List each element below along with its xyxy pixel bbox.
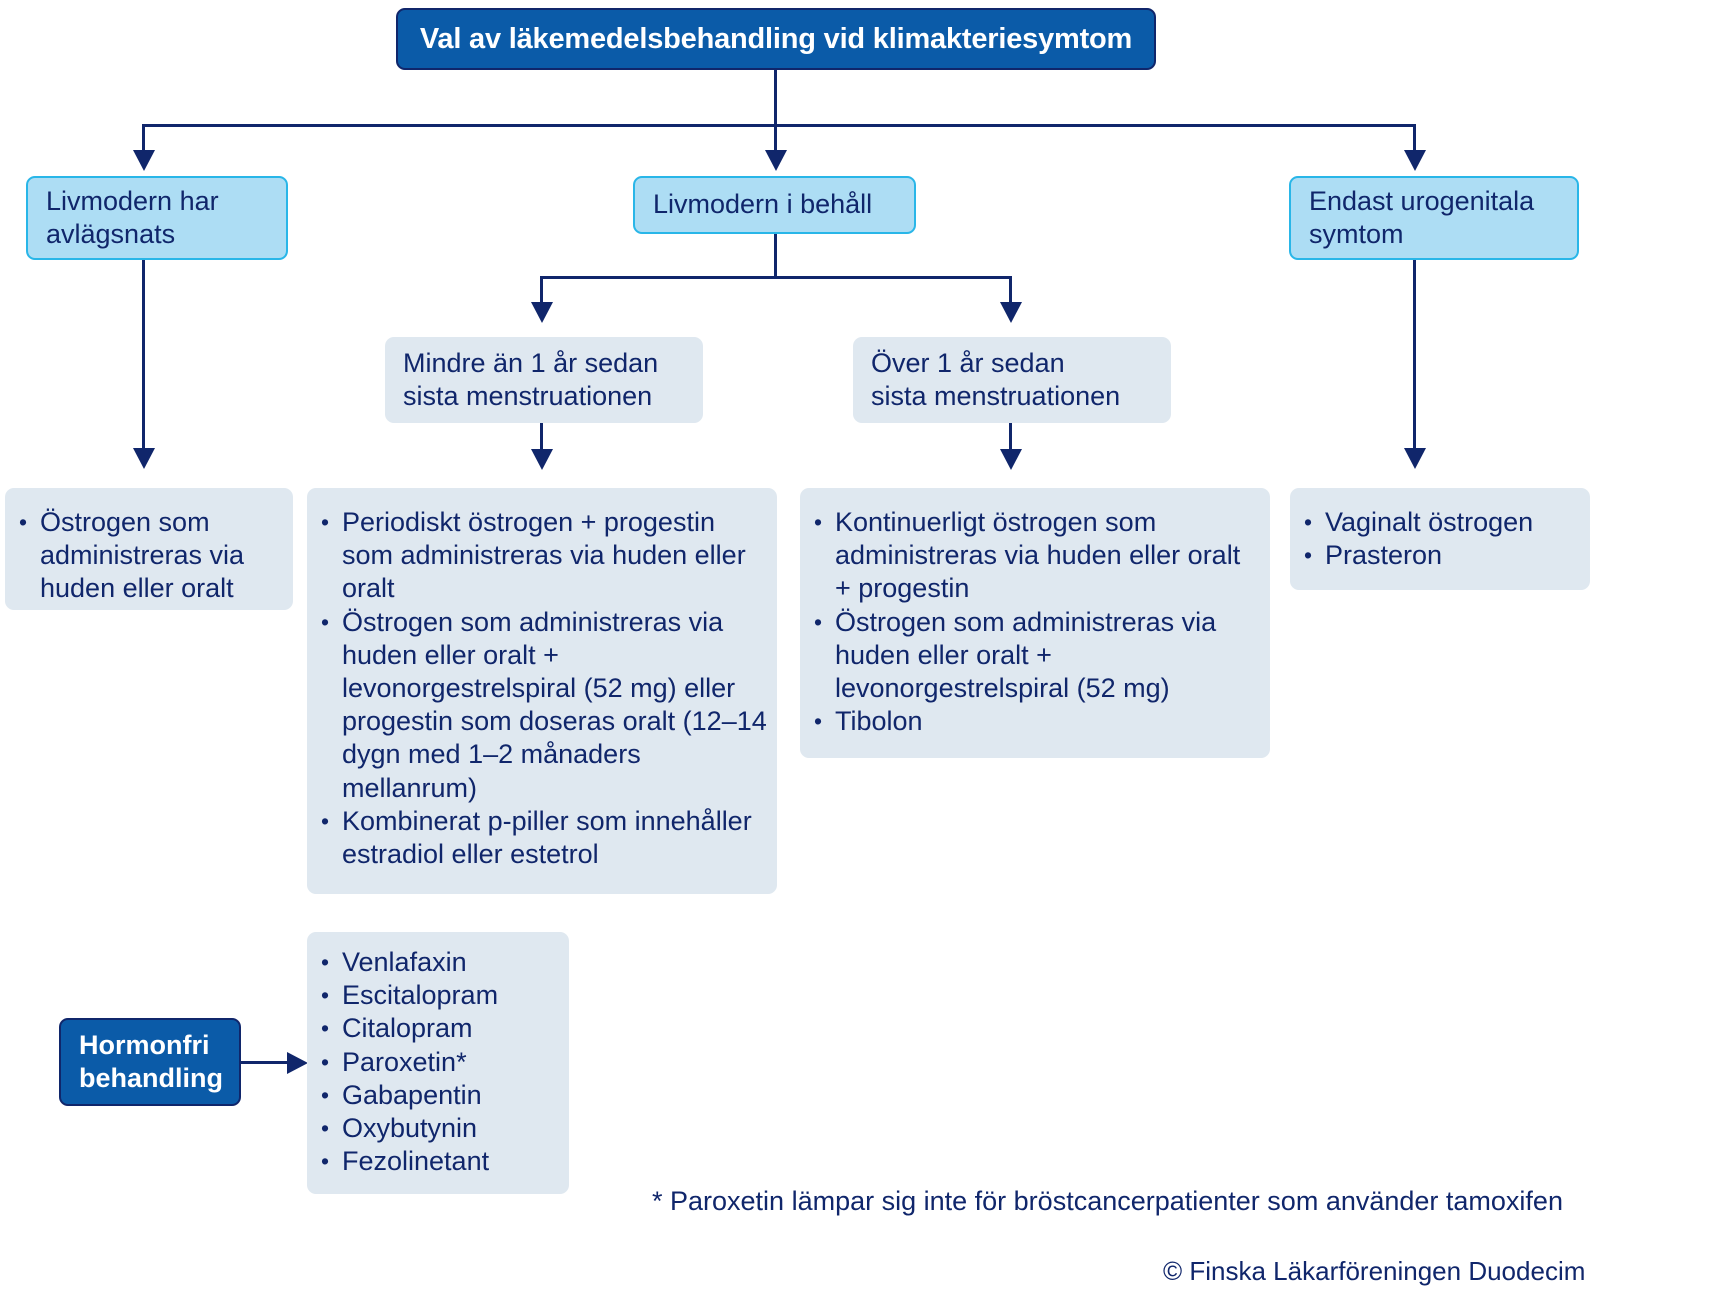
connector-to-outcome-less-1y: [540, 423, 543, 451]
copyright-notice: © Finska Läkarföreningen Duodecim: [1163, 1256, 1586, 1286]
list-item: Tibolon: [810, 705, 1260, 738]
node-less-than-1-year[interactable]: Mindre än 1 år sedan sista menstruatione…: [385, 337, 703, 423]
arrow-to-less-than-1-year-icon: [531, 302, 553, 323]
footnote-paroxetin: * Paroxetin lämpar sig inte för bröstcan…: [652, 1186, 1563, 1216]
list-item: Venlafaxin: [317, 946, 559, 979]
list-item: Oxybutynin: [317, 1112, 559, 1145]
list-item: Östrogen som administreras via huden ell…: [810, 606, 1260, 706]
outcome-more-than-1-year-list: Kontinuerligt östrogen som administreras…: [810, 506, 1260, 739]
arrow-to-urogenital-icon: [1404, 150, 1426, 171]
node-urogenital-only-label: Endast urogenitala symtom: [1309, 185, 1535, 249]
node-uterus-intact-label: Livmodern i behåll: [653, 189, 873, 220]
connector-level2-stem: [774, 234, 777, 278]
arrow-to-outcome-urogenital-icon: [1404, 448, 1426, 469]
connector-level1-left-drop: [142, 124, 145, 152]
connector-hormone-free: [241, 1061, 289, 1064]
arrow-to-uterus-intact-icon: [765, 150, 787, 171]
list-item: Paroxetin*: [317, 1046, 559, 1079]
arrow-to-outcome-less-1y-icon: [531, 449, 553, 470]
arrow-to-outcome-uterus-removed-icon: [133, 448, 155, 469]
connector-to-outcome-more-1y: [1009, 423, 1012, 451]
list-item: Fezolinetant: [317, 1145, 559, 1178]
connector-to-outcome-uterus-removed: [142, 260, 145, 450]
connector-level1-bar: [142, 124, 1416, 127]
node-uterus-removed-label: Livmodern har avlägsnats: [46, 185, 219, 249]
outcome-urogenital-only[interactable]: Vaginalt östrogen Prasteron: [1290, 488, 1590, 590]
connector-level2-left-drop: [540, 276, 543, 304]
node-uterus-intact[interactable]: Livmodern i behåll: [633, 176, 916, 234]
list-item: Escitalopram: [317, 979, 559, 1012]
node-more-than-1-year-label: Över 1 år sedan sista menstruationen: [871, 347, 1121, 411]
node-hormone-free[interactable]: Hormonfri behandling: [59, 1018, 241, 1106]
flowchart-title-text: Val av läkemedelsbehandling vid klimakte…: [419, 22, 1133, 55]
arrow-to-hormone-free-list-icon: [287, 1052, 308, 1074]
list-item: Kombinerat p-piller som innehåller estra…: [317, 805, 767, 871]
list-item: Kontinuerligt östrogen som administreras…: [810, 506, 1260, 606]
outcome-urogenital-only-list: Vaginalt östrogen Prasteron: [1300, 506, 1580, 573]
outcome-less-than-1-year-list: Periodiskt östrogen + progestin som admi…: [317, 506, 767, 871]
outcome-hormone-free-list: Venlafaxin Escitalopram Citalopram Parox…: [317, 946, 559, 1179]
list-item: Prasteron: [1300, 539, 1580, 572]
outcome-uterus-removed-list: Östrogen som administreras via huden ell…: [15, 506, 281, 606]
node-more-than-1-year[interactable]: Över 1 år sedan sista menstruationen: [853, 337, 1171, 423]
list-item: Periodiskt östrogen + progestin som admi…: [317, 506, 767, 606]
outcome-uterus-removed[interactable]: Östrogen som administreras via huden ell…: [5, 488, 293, 610]
node-urogenital-only[interactable]: Endast urogenitala symtom: [1289, 176, 1579, 260]
list-item: Vaginalt östrogen: [1300, 506, 1580, 539]
arrow-to-outcome-more-1y-icon: [1000, 449, 1022, 470]
list-item: Östrogen som administreras via huden ell…: [317, 606, 767, 805]
connector-level2-bar: [540, 276, 1012, 279]
connector-to-outcome-urogenital: [1413, 260, 1416, 450]
list-item: Östrogen som administreras via huden ell…: [15, 506, 281, 606]
node-uterus-removed[interactable]: Livmodern har avlägsnats: [26, 176, 288, 260]
connector-level1-mid-drop: [774, 124, 777, 152]
outcome-less-than-1-year[interactable]: Periodiskt östrogen + progestin som admi…: [307, 488, 777, 894]
node-less-than-1-year-label: Mindre än 1 år sedan sista menstruatione…: [403, 347, 659, 411]
flowchart-title-box: Val av läkemedelsbehandling vid klimakte…: [396, 8, 1156, 70]
outcome-more-than-1-year[interactable]: Kontinuerligt östrogen som administreras…: [800, 488, 1270, 758]
list-item: Citalopram: [317, 1012, 559, 1045]
connector-title-stem: [774, 70, 777, 125]
list-item: Gabapentin: [317, 1079, 559, 1112]
connector-level1-right-drop: [1413, 124, 1416, 152]
arrow-to-uterus-removed-icon: [133, 150, 155, 171]
node-hormone-free-label: Hormonfri behandling: [79, 1029, 223, 1093]
connector-level2-right-drop: [1009, 276, 1012, 304]
arrow-to-more-than-1-year-icon: [1000, 302, 1022, 323]
outcome-hormone-free[interactable]: Venlafaxin Escitalopram Citalopram Parox…: [307, 932, 569, 1194]
